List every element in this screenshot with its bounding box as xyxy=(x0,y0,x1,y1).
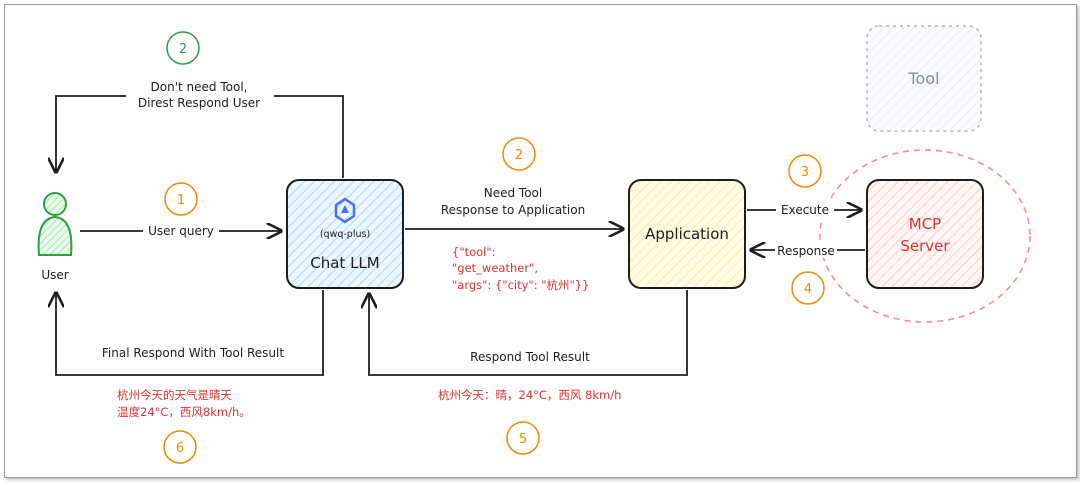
step-2-top-badge: 2 xyxy=(166,31,200,65)
final-answer-line1: 杭州今天的天气是晴天 xyxy=(117,388,232,402)
application-label: Application xyxy=(645,225,729,243)
step-5-badge: 5 xyxy=(506,421,540,455)
user-icon xyxy=(37,192,73,256)
model-name: (qwq-plus) xyxy=(320,229,370,240)
step-2-top-number: 2 xyxy=(179,42,187,57)
application-box[interactable] xyxy=(628,179,746,289)
tool-call-line2: "get_weather", xyxy=(452,261,538,275)
step-4-number: 4 xyxy=(804,282,812,297)
chat-llm-label: Chat LLM xyxy=(310,254,379,272)
final-respond-label: Final Respond With Tool Result xyxy=(102,346,284,360)
response-label-bg xyxy=(775,242,837,258)
need-tool-label-line1: Need Tool xyxy=(484,186,542,200)
step-1-number: 1 xyxy=(177,193,185,208)
respond-tool-result-label: Respond Tool Result xyxy=(470,350,590,364)
mcp-server-boundary xyxy=(819,149,1031,323)
no-tool-label-bg xyxy=(126,74,274,114)
mcp-server-label-line1: MCP xyxy=(909,215,941,233)
step-6-number: 6 xyxy=(176,441,184,456)
tool-result-text: 杭州今天：晴，24°C，西风 8km/h xyxy=(438,388,621,402)
step-1-badge: 1 xyxy=(164,182,198,216)
no-tool-label-line1: Don't need Tool, xyxy=(151,80,248,94)
step-3-number: 3 xyxy=(801,165,809,180)
need-tool-label-line2: Response to Application xyxy=(441,203,585,217)
user-label: User xyxy=(41,268,68,282)
mcp-server-box[interactable] xyxy=(866,179,984,289)
final-respond-arrow xyxy=(56,290,324,376)
final-answer-line2: 温度24°C，西风8km/h。 xyxy=(117,405,251,419)
tool-call-line1: {"tool": xyxy=(452,245,496,259)
chat-llm-box[interactable] xyxy=(286,179,404,289)
step-2-mid-badge: 2 xyxy=(502,137,536,171)
tool-label: Tool xyxy=(907,69,939,88)
qwen-logo-icon xyxy=(334,197,356,224)
tool-box[interactable] xyxy=(866,25,982,132)
step-4-badge: 4 xyxy=(791,271,825,305)
response-label: Response xyxy=(777,244,835,258)
execute-label-bg xyxy=(776,202,834,218)
mcp-server-label-line2: Server xyxy=(900,237,950,255)
user-query-label-bg xyxy=(143,222,219,240)
step-3-badge: 3 xyxy=(788,154,822,188)
tool-call-line3: "args": {"city": "杭州"}} xyxy=(452,278,589,292)
no-tool-label-line2: Direst Respond User xyxy=(138,96,260,110)
step-2-mid-number: 2 xyxy=(515,148,523,163)
user-query-label: User query xyxy=(148,224,214,238)
execute-label: Execute xyxy=(781,203,829,217)
step-5-number: 5 xyxy=(519,432,527,447)
step-6-badge: 6 xyxy=(163,430,197,464)
respond-tool-result-arrow xyxy=(369,290,688,376)
